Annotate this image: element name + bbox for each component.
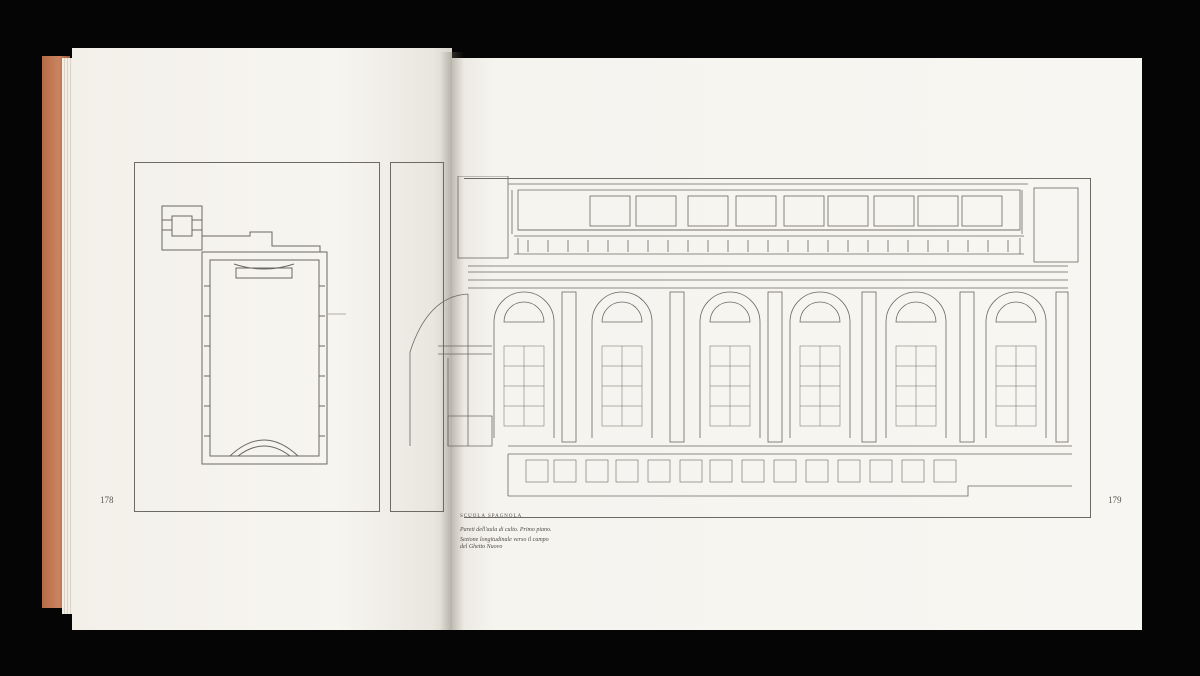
right-page (452, 58, 1142, 630)
caption-kicker: SCUOLA SPAGNOLA (460, 514, 523, 519)
caption-subtitle-line1: Sezione longitudinale verso il campo (460, 537, 549, 543)
plan-frame (134, 162, 380, 512)
figure-caption: SCUOLA SPAGNOLA Pareti dell'aula di cult… (460, 514, 600, 551)
left-page-number: 178 (100, 495, 114, 505)
right-page-number: 179 (1108, 495, 1122, 505)
caption-title: Pareti dell'aula di culto. Primo piano. (460, 527, 552, 533)
elevation-drawing-icon (409, 176, 1079, 497)
book-gutter (440, 52, 464, 630)
elevation-frame-right (464, 178, 1091, 518)
caption-subtitle-line2: del Ghetto Nuovo (460, 544, 503, 550)
elevation-frame (390, 162, 444, 512)
floor-plan-drawing-icon (161, 205, 346, 465)
left-page (72, 48, 452, 630)
